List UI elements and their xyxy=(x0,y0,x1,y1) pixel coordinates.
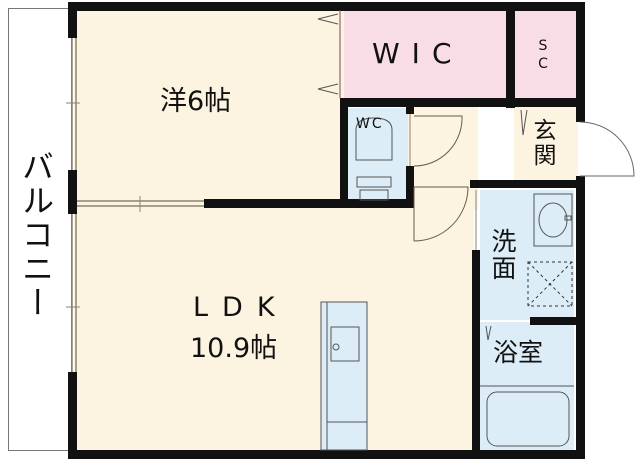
western-room-label: 洋6帖 xyxy=(160,86,232,117)
wall-wash-bath xyxy=(530,317,582,325)
wall-wic-bottom xyxy=(340,98,584,107)
wall-left-bottom xyxy=(68,372,77,459)
wall-right-top xyxy=(576,2,585,122)
wall-western-ldk xyxy=(204,199,414,208)
hallway xyxy=(408,100,478,210)
wic-label: WIC xyxy=(372,37,464,70)
balcony-label: バルコニー xyxy=(17,150,55,320)
western-room xyxy=(74,8,344,204)
wall-wic-sc xyxy=(506,2,515,108)
sc-room xyxy=(514,8,578,104)
wall-wc-right-top xyxy=(406,100,414,114)
bathroom-room xyxy=(480,322,574,452)
wall-top xyxy=(68,2,582,11)
wall-wc-right xyxy=(406,166,414,208)
wall-bottom xyxy=(68,450,582,459)
wall-left-mid xyxy=(68,170,77,214)
wall-wash-left xyxy=(472,250,480,455)
bathroom-label: 浴室 xyxy=(493,338,544,367)
entrance-label: 玄関 xyxy=(529,118,555,168)
entrance-room xyxy=(514,106,578,182)
washroom-room xyxy=(480,190,574,320)
wic-room xyxy=(344,8,509,100)
wall-left-top xyxy=(68,2,77,38)
ldk-label: LDK xyxy=(193,292,289,323)
balcony xyxy=(8,8,72,451)
sc-label: SC xyxy=(535,38,551,74)
wc-label: WC xyxy=(356,116,384,132)
washroom-label: 洗面 xyxy=(488,228,517,282)
wall-entrance-bottom xyxy=(470,180,584,188)
ldk-room xyxy=(74,204,474,452)
ldk-size-label: 10.9帖 xyxy=(190,333,278,364)
wall-wc-left xyxy=(340,98,348,208)
